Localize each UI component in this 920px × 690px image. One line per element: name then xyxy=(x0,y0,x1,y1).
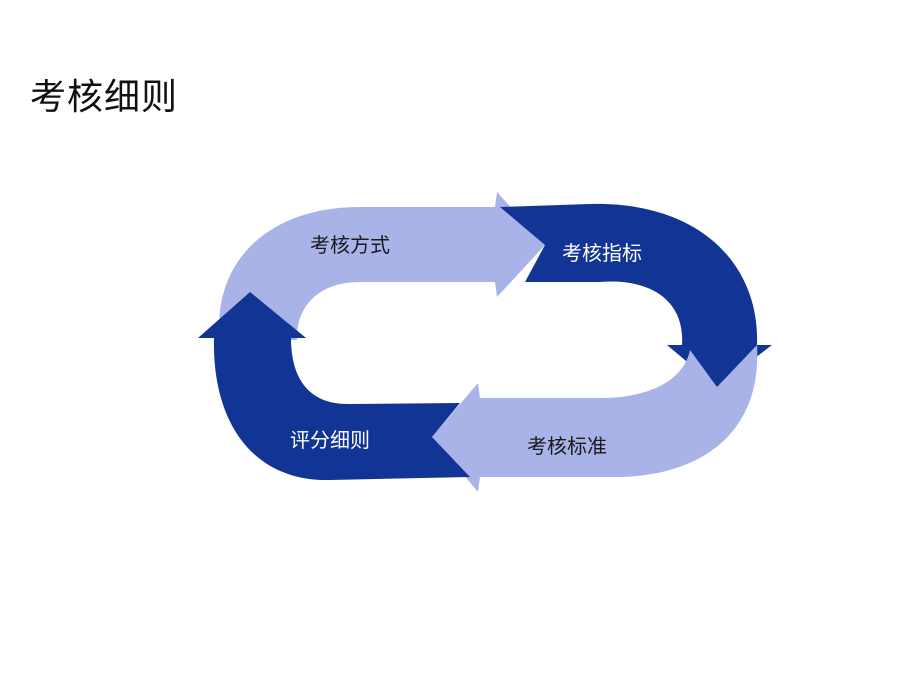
segment-evaluation-standard xyxy=(432,345,758,492)
segment-evaluation-method xyxy=(219,192,545,340)
cycle-label-evaluation-method: 考核方式 xyxy=(310,233,390,257)
segment-evaluation-indicator xyxy=(500,203,772,387)
segment-scoring-rules xyxy=(198,292,470,481)
cycle-label-evaluation-standard: 考核标准 xyxy=(527,434,607,458)
cycle-label-evaluation-indicator: 考核指标 xyxy=(562,241,642,265)
page-title: 考核细则 xyxy=(30,77,179,118)
cycle-label-scoring-rules: 评分细则 xyxy=(290,428,370,452)
